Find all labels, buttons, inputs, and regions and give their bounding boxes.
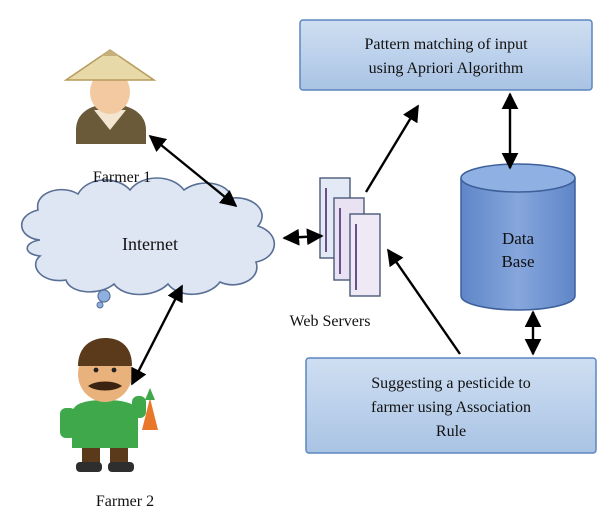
arrow-suggest-servers	[387, 248, 461, 355]
internet-label: Internet	[122, 234, 178, 254]
farmer-2-icon: Farmer 2	[60, 338, 158, 510]
database-line1: Data	[502, 229, 535, 248]
arrow-servers-pattern	[364, 104, 420, 193]
pattern-box-line2: using Apriori Algorithm	[369, 60, 524, 77]
arrow-farmer2-internet	[130, 284, 184, 386]
arrow-internet-servers	[282, 228, 324, 246]
database-cylinder: Data Base	[460, 163, 576, 311]
web-servers-icon: Web Servers	[290, 177, 381, 330]
arrow-farmer1-internet	[148, 134, 238, 208]
suggest-box-line3: Rule	[436, 423, 466, 440]
web-servers-label: Web Servers	[290, 313, 371, 330]
suggest-box-line2: farmer using Association	[371, 399, 531, 416]
database-line2: Base	[501, 252, 534, 271]
suggest-box-line1: Suggesting a pesticide to	[371, 375, 531, 392]
connection-arrows	[130, 92, 542, 386]
farmer-1-icon: Farmer 1	[63, 49, 157, 186]
pattern-matching-box: Pattern matching of input using Apriori …	[299, 19, 593, 91]
pattern-box-line1: Pattern matching of input	[364, 36, 528, 53]
suggestion-box: Suggesting a pesticide to farmer using A…	[305, 357, 597, 454]
farmer-1-label: Farmer 1	[93, 169, 151, 186]
internet-cloud: Internet	[20, 177, 276, 309]
farmer-2-label: Farmer 2	[96, 493, 154, 510]
